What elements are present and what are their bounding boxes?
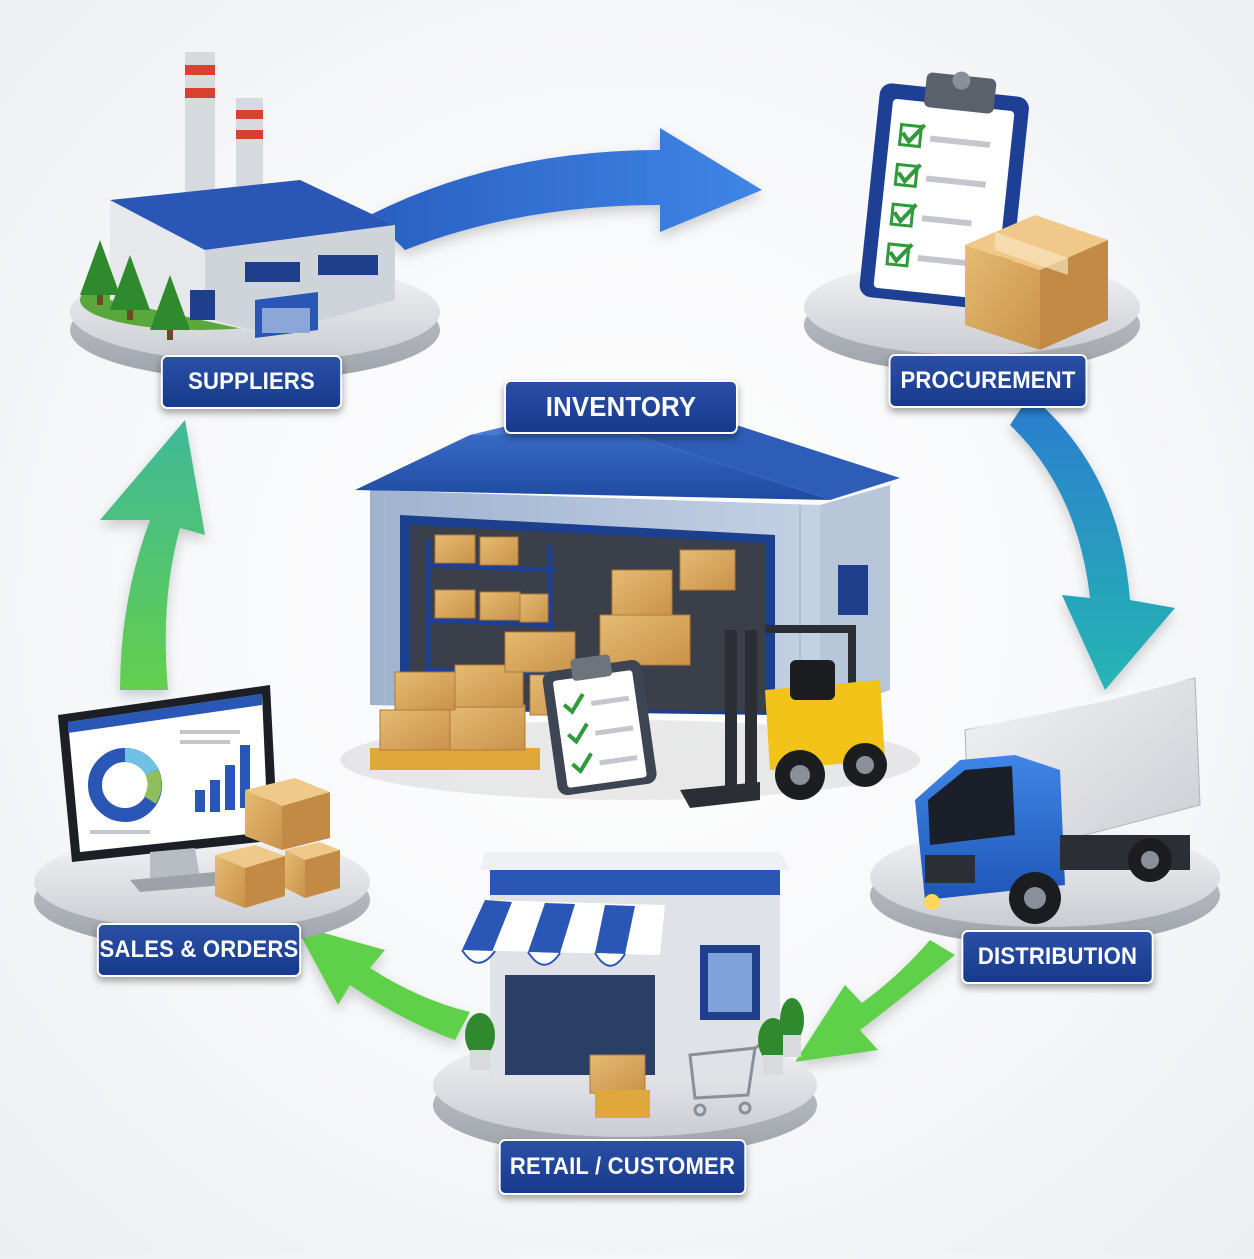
store-icon: [461, 852, 804, 1118]
monitor-icon: [58, 685, 340, 908]
node-label-suppliers: SUPPLIERS: [160, 355, 343, 409]
node-label-procurement: PROCUREMENT: [888, 354, 1088, 408]
warehouse-icon: [340, 410, 920, 808]
awning: [461, 900, 665, 967]
donut-chart-graphic: [88, 748, 162, 822]
factory-icon: [80, 52, 395, 340]
potted-plants: [465, 998, 804, 1075]
bar-chart-graphic: [195, 745, 250, 812]
arrow-retail-to-sales: [295, 925, 470, 1040]
arrow-suppliers-to-procurement: [370, 128, 762, 250]
forklift-icon: [680, 625, 887, 808]
inventory-clipboard: [542, 654, 657, 796]
truck-icon: [915, 677, 1201, 924]
order-boxes: [215, 778, 340, 908]
arrow-procurement-to-distribution: [1010, 395, 1175, 690]
node-label-distribution: DISTRIBUTION: [961, 930, 1154, 984]
arrow-sales-to-suppliers: [100, 420, 205, 690]
checklist-rows: [885, 122, 991, 268]
clipboard-icon: [859, 71, 1108, 350]
shelf-boxes: [434, 534, 736, 666]
inventory-title: INVENTORY: [504, 380, 738, 434]
node-label-sales: SALES & ORDERS: [96, 923, 302, 977]
flow-arrows: [100, 128, 1175, 1062]
box-icon: [965, 215, 1108, 350]
arrow-distribution-to-retail: [795, 940, 955, 1062]
node-label-retail: RETAIL / CUSTOMER: [498, 1139, 747, 1195]
